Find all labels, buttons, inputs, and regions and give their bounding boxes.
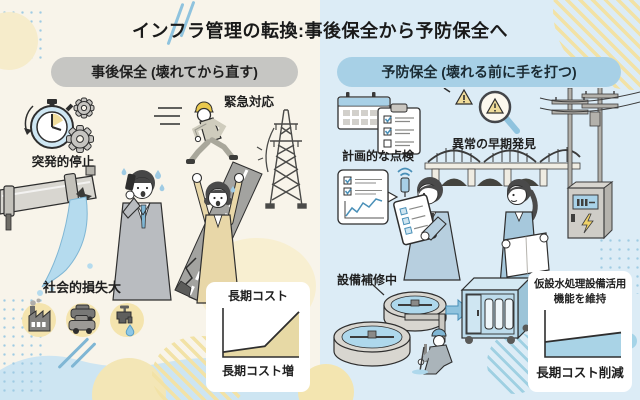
phone-man-illustration <box>112 168 172 301</box>
factory-icon <box>22 298 56 337</box>
gears-icon <box>66 97 95 153</box>
label-planned-inspection: 計画的な点検 <box>341 149 414 163</box>
power-pole-illustration <box>539 88 640 239</box>
checklist-clipboard-icon <box>377 103 421 155</box>
control-panel-icon <box>566 181 614 240</box>
label-emergency-response: 緊急対応 <box>223 95 274 109</box>
water-tank-illustration <box>333 291 447 367</box>
label-sudden-stop: 突発的停止 <box>31 155 95 169</box>
left-panel-header: 事後保全 (壊れてから直す) <box>51 57 298 87</box>
page-title: インフラ管理の転換:事後保全から予防保全へ <box>132 21 508 41</box>
left-scene-illustration <box>0 97 307 337</box>
magnifier-warning-icon <box>443 88 520 134</box>
left-chart-title: 長期コスト <box>227 289 288 303</box>
long-term-cost-reduction-chart <box>544 310 622 358</box>
speed-lines-icon <box>154 107 182 125</box>
label-social-loss: 社会的損失大 <box>42 280 121 295</box>
left-cost-card: 長期コスト 長期コスト増 <box>206 282 310 392</box>
label-early-detection: 異常の早期発見 <box>451 137 536 151</box>
engineer-woman-illustration <box>499 179 550 286</box>
mobile-treatment-unit-icon <box>460 276 532 344</box>
label-temp-equipment: 仮設水処理設備活用 <box>534 278 626 290</box>
repair-leader-line <box>371 283 385 296</box>
left-chart-caption: 長期コスト増 <box>221 364 294 378</box>
right-panel-header: 予防保全 (壊れる前に手を打つ) <box>337 57 621 87</box>
transmission-tower-illustration <box>256 109 307 209</box>
bridge-illustration <box>424 146 581 187</box>
iot-sensor-icon <box>397 167 413 197</box>
running-worker-illustration <box>154 101 238 164</box>
broken-pipe-illustration <box>0 165 97 296</box>
label-under-repair: 設備補修中 <box>336 273 397 287</box>
alarmed-woman-illustration <box>191 172 245 304</box>
kneeling-worker-illustration <box>412 328 453 375</box>
tablet-inspector-illustration <box>393 177 461 281</box>
long-term-cost-increase-chart <box>222 308 300 358</box>
right-cost-card: 仮設水処理設備活用 機能を維持 長期コスト削減 <box>528 271 632 392</box>
stopwatch-icon <box>24 99 74 149</box>
label-maintain-function: 機能を維持 <box>553 293 607 305</box>
water-leak-icon <box>37 196 93 296</box>
right-chart-caption: 長期コスト削減 <box>536 366 624 380</box>
right-scene-illustration <box>333 88 640 375</box>
faucet-drop-icon <box>110 303 144 337</box>
inspection-bubble <box>337 169 399 225</box>
traffic-jam-icon <box>66 303 100 337</box>
